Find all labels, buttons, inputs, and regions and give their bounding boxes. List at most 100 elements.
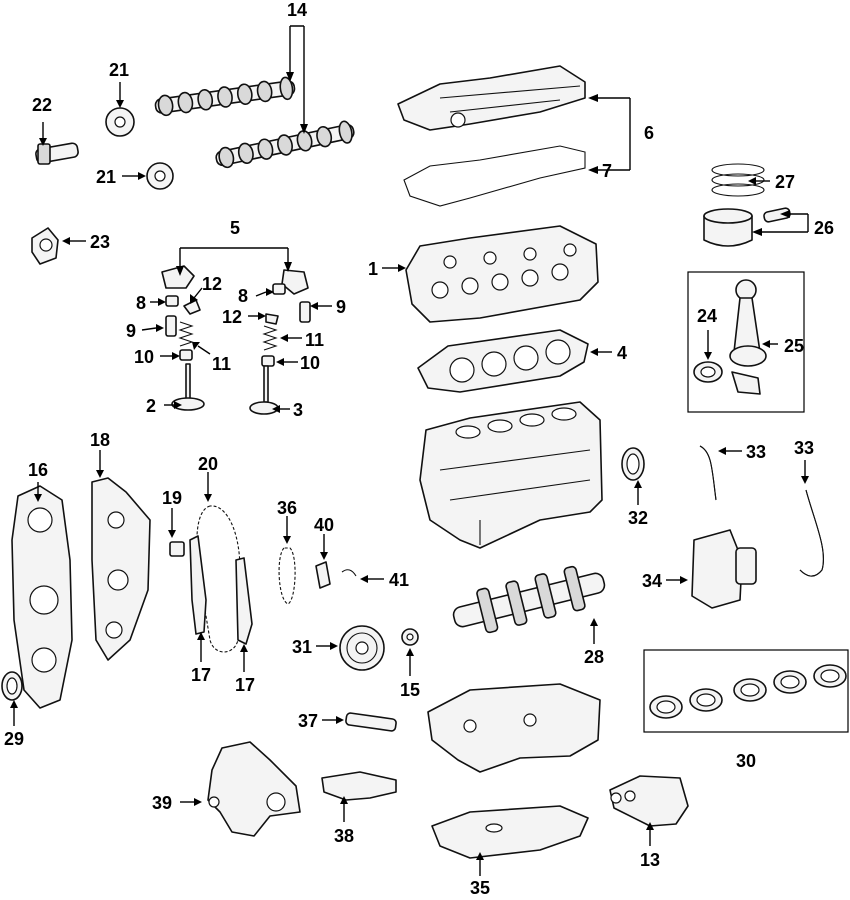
oil-pan <box>431 805 589 859</box>
exhaust-valve <box>249 365 279 415</box>
cam-sprocket-upper <box>105 107 135 137</box>
callout-40: 40 <box>314 515 334 535</box>
callout-17-right: 17 <box>235 675 255 695</box>
callout-12-right: 12 <box>222 307 242 327</box>
head-gasket <box>417 329 589 393</box>
valve-cover <box>397 65 586 131</box>
oil-pressure-sensor <box>345 712 397 732</box>
piston <box>703 208 753 247</box>
callout-21-lower: 21 <box>96 167 116 187</box>
callout-33-right: 33 <box>794 438 814 458</box>
callout-35: 35 <box>470 878 490 898</box>
valve-cover-gasket <box>403 145 586 207</box>
callout-39: 39 <box>152 793 172 813</box>
callout-15: 15 <box>400 680 420 700</box>
callout-4: 4 <box>617 343 627 363</box>
spring-retainer-right <box>265 313 279 325</box>
chain-guide-left <box>189 535 207 635</box>
callout-17-left: 17 <box>191 665 211 685</box>
callout-38: 38 <box>334 826 354 846</box>
callout-7: 7 <box>602 161 612 181</box>
callout-28: 28 <box>584 647 604 667</box>
callout-41: 41 <box>389 570 409 590</box>
upper-oil-pan <box>427 683 601 773</box>
callout-20: 20 <box>198 454 218 474</box>
callout-2: 2 <box>146 396 156 416</box>
callout-26: 26 <box>814 218 834 238</box>
callout-8-left: 8 <box>136 293 146 313</box>
rocker-arm-right <box>281 269 309 295</box>
crank-seal <box>1 671 23 701</box>
main-bearings <box>649 664 847 719</box>
intake-camshaft <box>154 76 296 117</box>
callout-33-left: 33 <box>746 442 766 462</box>
callout-37: 37 <box>298 711 318 731</box>
crank-pulley <box>339 625 385 671</box>
valve-spring-left <box>178 321 194 347</box>
valve-spring-right <box>262 325 278 351</box>
chain-guide-right <box>235 557 253 645</box>
exhaust-camshaft <box>215 120 355 169</box>
tensioner-spring <box>341 569 357 577</box>
callout-10-right: 10 <box>300 353 320 373</box>
connecting-rod <box>729 279 767 395</box>
callout-30: 30 <box>736 751 756 771</box>
water-pump <box>207 741 301 837</box>
callout-25: 25 <box>784 336 804 356</box>
callout-9-left: 9 <box>126 321 136 341</box>
crank-sprocket <box>401 628 419 646</box>
callout-23: 23 <box>90 232 110 252</box>
callout-19: 19 <box>162 488 182 508</box>
cylinder-head <box>405 225 599 323</box>
callout-27: 27 <box>775 172 795 192</box>
piston-rings <box>711 163 765 197</box>
callout-11-left: 11 <box>212 354 231 374</box>
callout-10-left: 10 <box>134 347 154 367</box>
intake-valve <box>171 363 205 411</box>
callout-32: 32 <box>628 508 648 528</box>
callout-18: 18 <box>90 430 110 450</box>
callout-13: 13 <box>640 850 660 870</box>
callout-6: 6 <box>644 123 654 143</box>
callout-31: 31 <box>292 637 312 657</box>
valve-seal-left <box>179 349 193 361</box>
engine-block <box>419 401 603 549</box>
callout-36: 36 <box>277 498 297 518</box>
valve-seal-right <box>261 355 275 367</box>
valve-guide-left <box>165 315 177 337</box>
callout-12-left: 12 <box>202 274 222 294</box>
hose-upper <box>699 445 717 501</box>
cam-position-sensor <box>321 771 397 801</box>
timing-seal <box>31 227 59 265</box>
leader-lines <box>10 25 809 876</box>
tensioner-plunger <box>315 561 331 589</box>
lash-adjuster-left <box>165 295 179 307</box>
callout-21-upper: 21 <box>109 60 129 80</box>
callout-16: 16 <box>28 460 48 480</box>
oil-control-valve <box>35 142 79 165</box>
oil-pump <box>609 775 689 827</box>
timing-cover <box>11 485 73 709</box>
lash-adjuster-right <box>272 283 286 295</box>
hose-lower <box>799 489 824 577</box>
callout-5: 5 <box>230 218 240 238</box>
callout-8-right: 8 <box>238 286 248 306</box>
callout-11-right: 11 <box>305 330 324 350</box>
valve-guide-right <box>299 301 311 323</box>
callout-24: 24 <box>697 306 717 326</box>
callout-labels: 14 21 22 21 23 6 7 27 26 5 1 12 8 8 9 12… <box>4 0 834 898</box>
callout-14: 14 <box>287 0 307 20</box>
callout-1: 1 <box>368 259 378 279</box>
cam-sprocket-lower <box>146 162 174 190</box>
callout-9-right: 9 <box>336 297 346 317</box>
main-bearings-box <box>643 649 849 733</box>
crankshaft <box>452 565 606 634</box>
callout-34: 34 <box>642 571 662 591</box>
rear-main-seal <box>621 447 645 481</box>
callout-3: 3 <box>293 400 303 420</box>
rod-bearing <box>693 361 723 383</box>
callout-22: 22 <box>32 95 52 115</box>
timing-cover-rear <box>91 477 151 661</box>
oil-cooler <box>691 529 757 609</box>
